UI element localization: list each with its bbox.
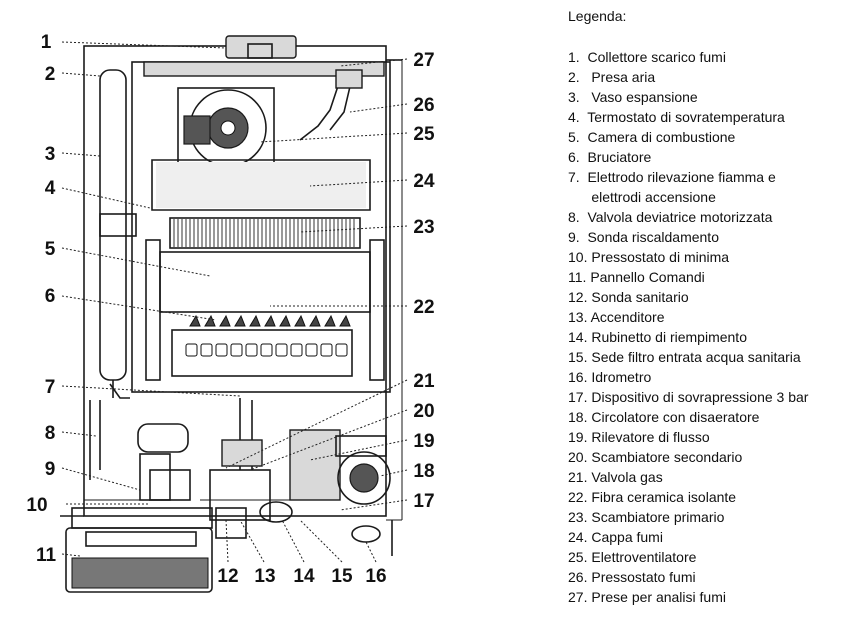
callout-7: 7 bbox=[45, 377, 56, 398]
legend-item: 14. Rubinetto di riempimento bbox=[568, 329, 747, 345]
callouts-bottom: 12 13 14 15 16 bbox=[217, 566, 386, 587]
legend-list: 1. Collettore scarico fumi 2. Presa aria… bbox=[568, 47, 808, 607]
callout-1: 1 bbox=[41, 32, 52, 53]
callout-19: 19 bbox=[413, 431, 434, 452]
legend-item: 10. Pressostato di minima bbox=[568, 249, 730, 265]
callout-18: 18 bbox=[413, 461, 434, 482]
legend-item: 11. Pannello Comandi bbox=[568, 269, 705, 285]
callout-10: 10 bbox=[26, 495, 47, 516]
callout-12: 12 bbox=[217, 566, 238, 587]
callout-22: 22 bbox=[413, 297, 434, 318]
callout-24: 24 bbox=[413, 171, 435, 192]
legend-item: 16. Idrometro bbox=[568, 369, 652, 385]
callout-25: 25 bbox=[413, 124, 435, 145]
legend-item: 18. Circolatore con disaeratore bbox=[568, 409, 760, 425]
boiler-diagram: 1 2 3 4 5 6 7 8 9 10 11 27 26 25 24 23 2… bbox=[26, 32, 435, 593]
callout-14: 14 bbox=[293, 566, 315, 587]
callout-3: 3 bbox=[45, 144, 56, 165]
expansion-vessel bbox=[99, 69, 137, 398]
callout-13: 13 bbox=[254, 566, 275, 587]
primary-exchanger bbox=[169, 217, 361, 249]
legend-item: 25. Elettroventilatore bbox=[568, 549, 697, 565]
callout-6: 6 bbox=[45, 286, 56, 307]
legend-item: 21. Valvola gas bbox=[568, 469, 663, 485]
legend-item: 20. Scambiatore secondario bbox=[568, 449, 743, 465]
flue-collector bbox=[143, 35, 385, 77]
legend-item: elettrodi accensione bbox=[568, 189, 716, 205]
leader-lines bbox=[61, 41, 408, 563]
legend-item: 6. Bruciatore bbox=[568, 149, 652, 165]
legend-item: 3. Vaso espansione bbox=[568, 89, 698, 105]
callout-26: 26 bbox=[413, 95, 434, 116]
callout-23: 23 bbox=[413, 217, 434, 238]
legend-item: 5. Camera di combustione bbox=[568, 129, 736, 145]
callout-2: 2 bbox=[45, 64, 56, 85]
legend-item: 12. Sonda sanitario bbox=[568, 289, 689, 305]
legend-item: 24. Cappa fumi bbox=[568, 529, 663, 545]
legend-item: 1. Collettore scarico fumi bbox=[568, 49, 726, 65]
fan bbox=[177, 87, 275, 173]
legend-item: 4. Termostato di sovratemperatura bbox=[568, 109, 785, 125]
callout-4: 4 bbox=[45, 178, 56, 199]
callout-17: 17 bbox=[413, 491, 434, 512]
flue-pressure-switch bbox=[299, 69, 363, 141]
callout-8: 8 bbox=[45, 423, 56, 444]
legend-item: 15. Sede filtro entrata acqua sanitaria bbox=[568, 349, 801, 365]
burner bbox=[171, 314, 353, 377]
legend-item: 13. Accenditore bbox=[568, 309, 665, 325]
callout-15: 15 bbox=[331, 566, 353, 587]
callout-27: 27 bbox=[413, 50, 434, 71]
legend-item: 26. Pressostato fumi bbox=[568, 569, 696, 585]
combustion-chamber bbox=[145, 239, 385, 381]
legend-title: Legenda: bbox=[568, 8, 627, 24]
callout-11: 11 bbox=[36, 545, 57, 566]
legend-item: 8. Valvola deviatrice motorizzata bbox=[568, 209, 773, 225]
callout-5: 5 bbox=[45, 239, 56, 260]
legend-item: 19. Rilevatore di flusso bbox=[568, 429, 710, 445]
callout-9: 9 bbox=[45, 459, 56, 480]
legend-item: 23. Scambiatore primario bbox=[568, 509, 725, 525]
callout-20: 20 bbox=[413, 401, 434, 422]
fume-hood bbox=[151, 159, 371, 211]
callout-16: 16 bbox=[365, 566, 386, 587]
legend-item: 2. Presa aria bbox=[568, 69, 656, 85]
callouts-right: 27 26 25 24 23 22 21 20 19 18 17 bbox=[413, 50, 435, 512]
callouts-left: 1 2 3 4 5 6 7 8 9 10 11 bbox=[26, 32, 56, 566]
callout-21: 21 bbox=[413, 371, 435, 392]
control-panel bbox=[65, 507, 247, 593]
hydraulic-group bbox=[84, 383, 391, 543]
legend-item: 27. Prese per analisi fumi bbox=[568, 589, 726, 605]
legend-item: 7. Elettrodo rilevazione fiamma e bbox=[568, 169, 776, 185]
legend-item: 22. Fibra ceramica isolante bbox=[568, 489, 737, 505]
legend-item: 17. Dispositivo di sovrapressione 3 bar bbox=[568, 389, 809, 405]
legend-item: 9. Sonda riscaldamento bbox=[568, 229, 719, 245]
